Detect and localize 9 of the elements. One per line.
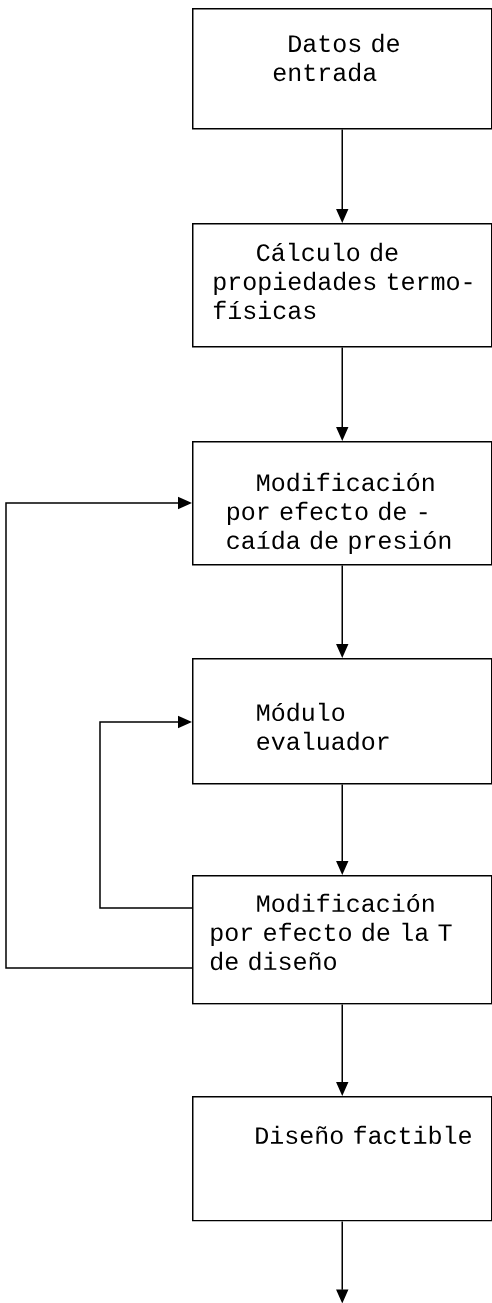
arrow: [5, 496, 193, 969]
process-box: Modificación por efecto de - caída de presión: [192, 441, 492, 566]
process-box: Módulo evaluador: [192, 658, 492, 785]
process-box: Modificación por efecto de la T de diseño: [192, 875, 492, 1005]
process-box: Cálculo de propiedades termo- físicas: [192, 223, 492, 348]
process-box: Datos de entrada: [192, 8, 492, 130]
arrow: [336, 1220, 349, 1303]
arrow: [99, 715, 193, 909]
process-box: Diseño factible: [192, 1096, 492, 1222]
